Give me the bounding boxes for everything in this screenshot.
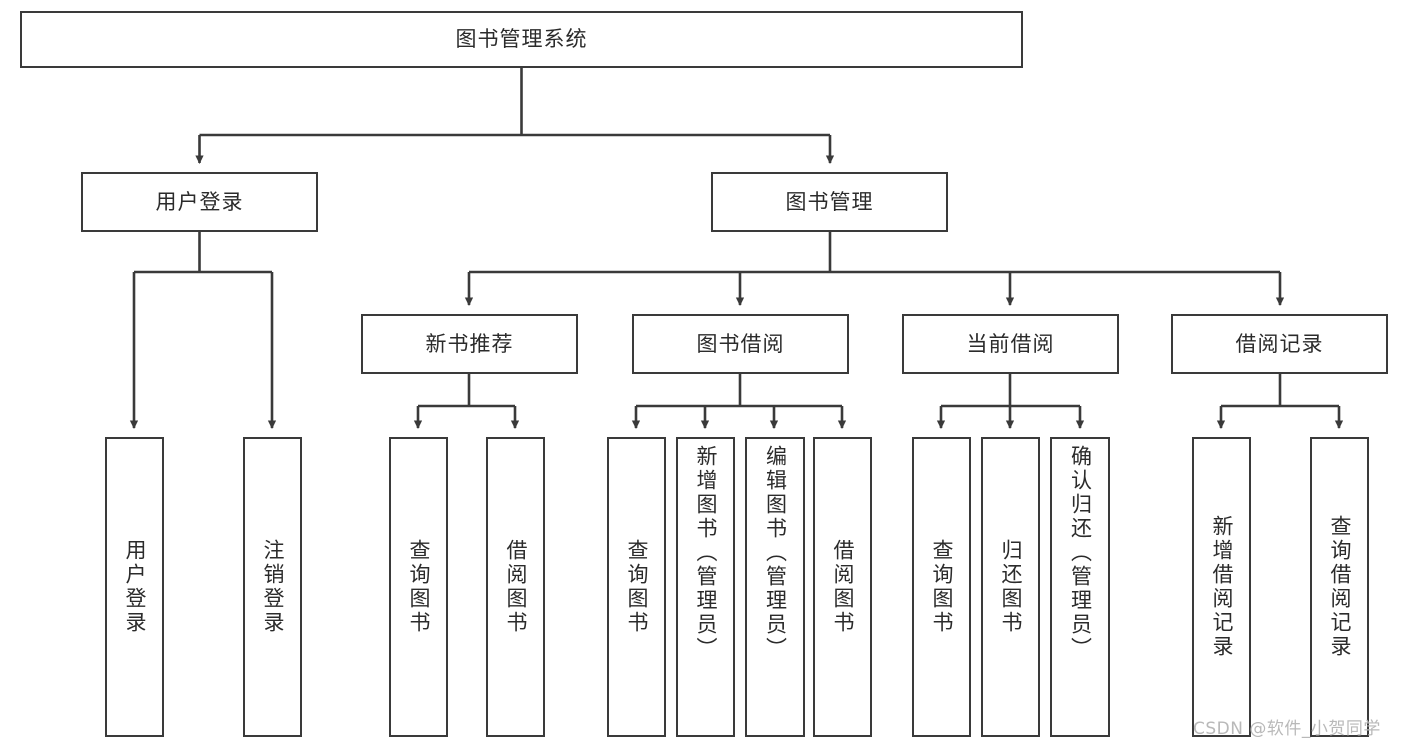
node-label: 图书借阅	[696, 331, 785, 356]
node-leaf-user-logout[interactable]: 注销登录	[243, 437, 302, 737]
node-label: 用户登录	[155, 189, 244, 214]
node-label: 借阅记录	[1235, 331, 1324, 356]
node-leaf-borrow-book[interactable]: 借阅图书	[813, 437, 872, 737]
node-label: 查询借阅记录	[1328, 515, 1352, 659]
node-leaf-query-book-borrow[interactable]: 查询图书	[607, 437, 666, 737]
csdn-watermark: CSDN @软件_小贺同学	[1193, 719, 1381, 739]
node-root-system[interactable]: 图书管理系统	[20, 11, 1023, 68]
node-label: 查询图书	[930, 539, 954, 635]
node-borrow-record[interactable]: 借阅记录	[1171, 314, 1388, 374]
node-book-borrow[interactable]: 图书借阅	[632, 314, 849, 374]
node-leaf-add-borrow-record[interactable]: 新增借阅记录	[1192, 437, 1251, 737]
node-label: 借阅图书	[831, 539, 855, 635]
node-current-borrow[interactable]: 当前借阅	[902, 314, 1119, 374]
node-label: 注销登录	[261, 539, 285, 635]
node-leaf-return-book[interactable]: 归还图书	[981, 437, 1040, 737]
node-book-manage[interactable]: 图书管理	[711, 172, 948, 232]
node-leaf-add-book-admin[interactable]: 新增图书（管理员）	[676, 437, 735, 737]
node-leaf-query-borrow-record[interactable]: 查询借阅记录	[1310, 437, 1369, 737]
node-label: 确认归还（管理员）	[1068, 445, 1093, 661]
node-label: 图书管理系统	[455, 27, 588, 52]
node-label: 借阅图书	[504, 539, 528, 635]
node-label: 归还图书	[999, 539, 1023, 635]
node-label: 当前借阅	[966, 331, 1055, 356]
node-leaf-query-book-current[interactable]: 查询图书	[912, 437, 971, 737]
node-label: 查询图书	[407, 539, 431, 635]
node-new-book-recommend[interactable]: 新书推荐	[361, 314, 578, 374]
node-leaf-query-book-recommend[interactable]: 查询图书	[389, 437, 448, 737]
node-leaf-confirm-return-admin[interactable]: 确认归还（管理员）	[1050, 437, 1110, 737]
node-leaf-borrow-book-recommend[interactable]: 借阅图书	[486, 437, 545, 737]
node-user-login[interactable]: 用户登录	[81, 172, 318, 232]
node-label: 用户登录	[123, 539, 147, 635]
node-label: 新增图书（管理员）	[694, 445, 718, 661]
node-leaf-user-login[interactable]: 用户登录	[105, 437, 164, 737]
node-label: 图书管理	[785, 189, 874, 214]
node-label: 新书推荐	[425, 331, 514, 356]
node-label: 编辑图书（管理员）	[763, 445, 788, 661]
node-label: 查询图书	[625, 539, 649, 635]
node-leaf-edit-book-admin[interactable]: 编辑图书（管理员）	[745, 437, 805, 737]
node-label: 新增借阅记录	[1210, 515, 1234, 659]
